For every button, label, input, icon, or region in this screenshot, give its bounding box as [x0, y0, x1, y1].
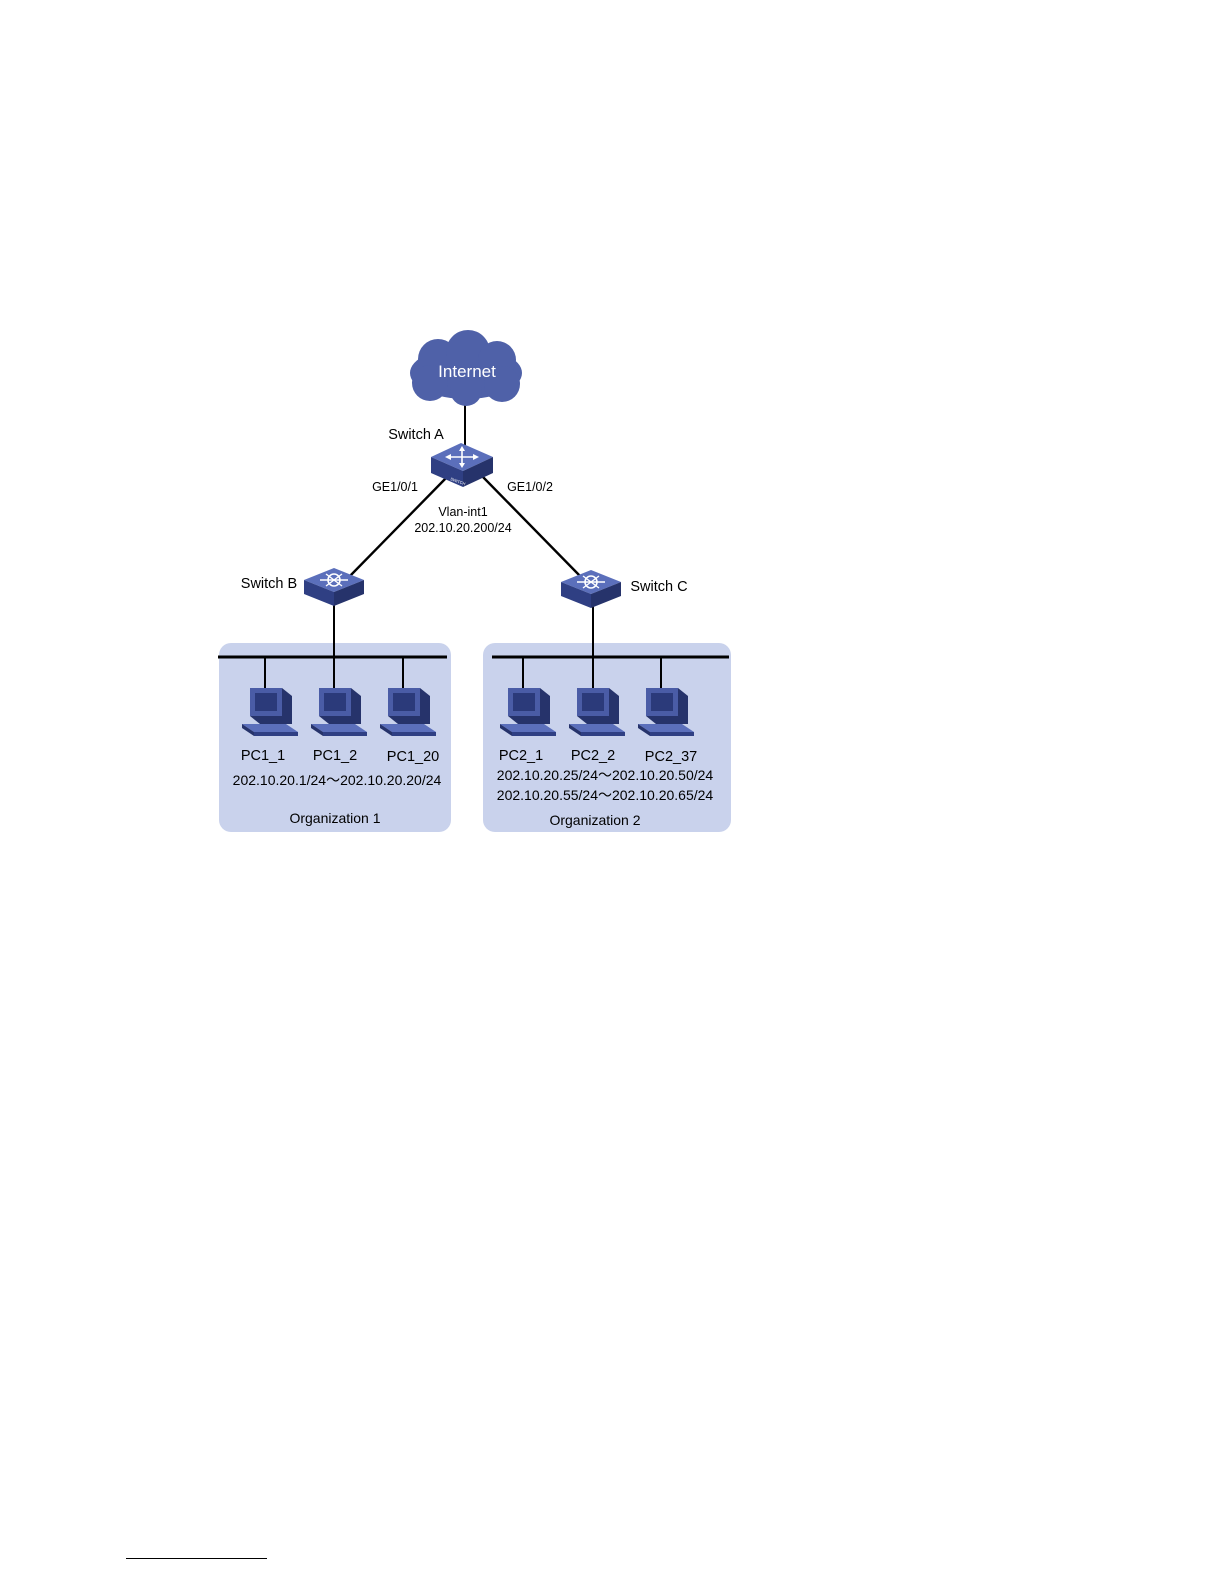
pc-icon [242, 688, 298, 736]
switch-b: Switch B [241, 568, 364, 606]
footnote-separator [126, 1558, 267, 1559]
pc-icon [311, 688, 367, 736]
organization-1-address-range: 202.10.20.1/24～202.10.20.20/24 [233, 772, 442, 788]
host-pc1-1-label: PC1_1 [241, 748, 285, 764]
switch-a: SWITCH Switch A [388, 427, 493, 487]
vlan-interface-label: Vlan-int1 [438, 505, 487, 519]
host-pc2-2-label: PC2_2 [571, 748, 615, 764]
organization-2-address-range-1: 202.10.20.25/24～202.10.20.50/24 [497, 767, 714, 783]
pc-icon [380, 688, 436, 736]
access-switch-icon [561, 570, 621, 608]
organization-2-name: Organization 2 [549, 812, 640, 828]
pc-icon [638, 688, 694, 736]
internet-label: Internet [438, 362, 496, 381]
host-pc1-2-label: PC1_2 [313, 748, 357, 764]
organization-1-name: Organization 1 [289, 810, 380, 826]
organization-2-address-range-2: 202.10.20.55/24～202.10.20.65/24 [497, 787, 714, 803]
switch-c: Switch C [561, 570, 688, 608]
port-ge1-0-1-label: GE1/0/1 [372, 480, 418, 494]
switch-b-label: Switch B [241, 576, 297, 592]
organization-2-panel [483, 643, 731, 832]
host-pc2-37-label: PC2_37 [645, 749, 697, 765]
switch-c-label: Switch C [630, 579, 687, 595]
pc-icon [569, 688, 625, 736]
core-switch-icon: SWITCH [431, 443, 493, 487]
internet-cloud: Internet [410, 330, 522, 406]
access-switch-icon [304, 568, 364, 606]
vlan-ip-label: 202.10.20.200/24 [414, 521, 511, 535]
pc-icon [500, 688, 556, 736]
port-ge1-0-2-label: GE1/0/2 [507, 480, 553, 494]
host-pc2-1-label: PC2_1 [499, 748, 543, 764]
switch-a-label: Switch A [388, 427, 444, 443]
host-pc1-20-label: PC1_20 [387, 749, 439, 765]
